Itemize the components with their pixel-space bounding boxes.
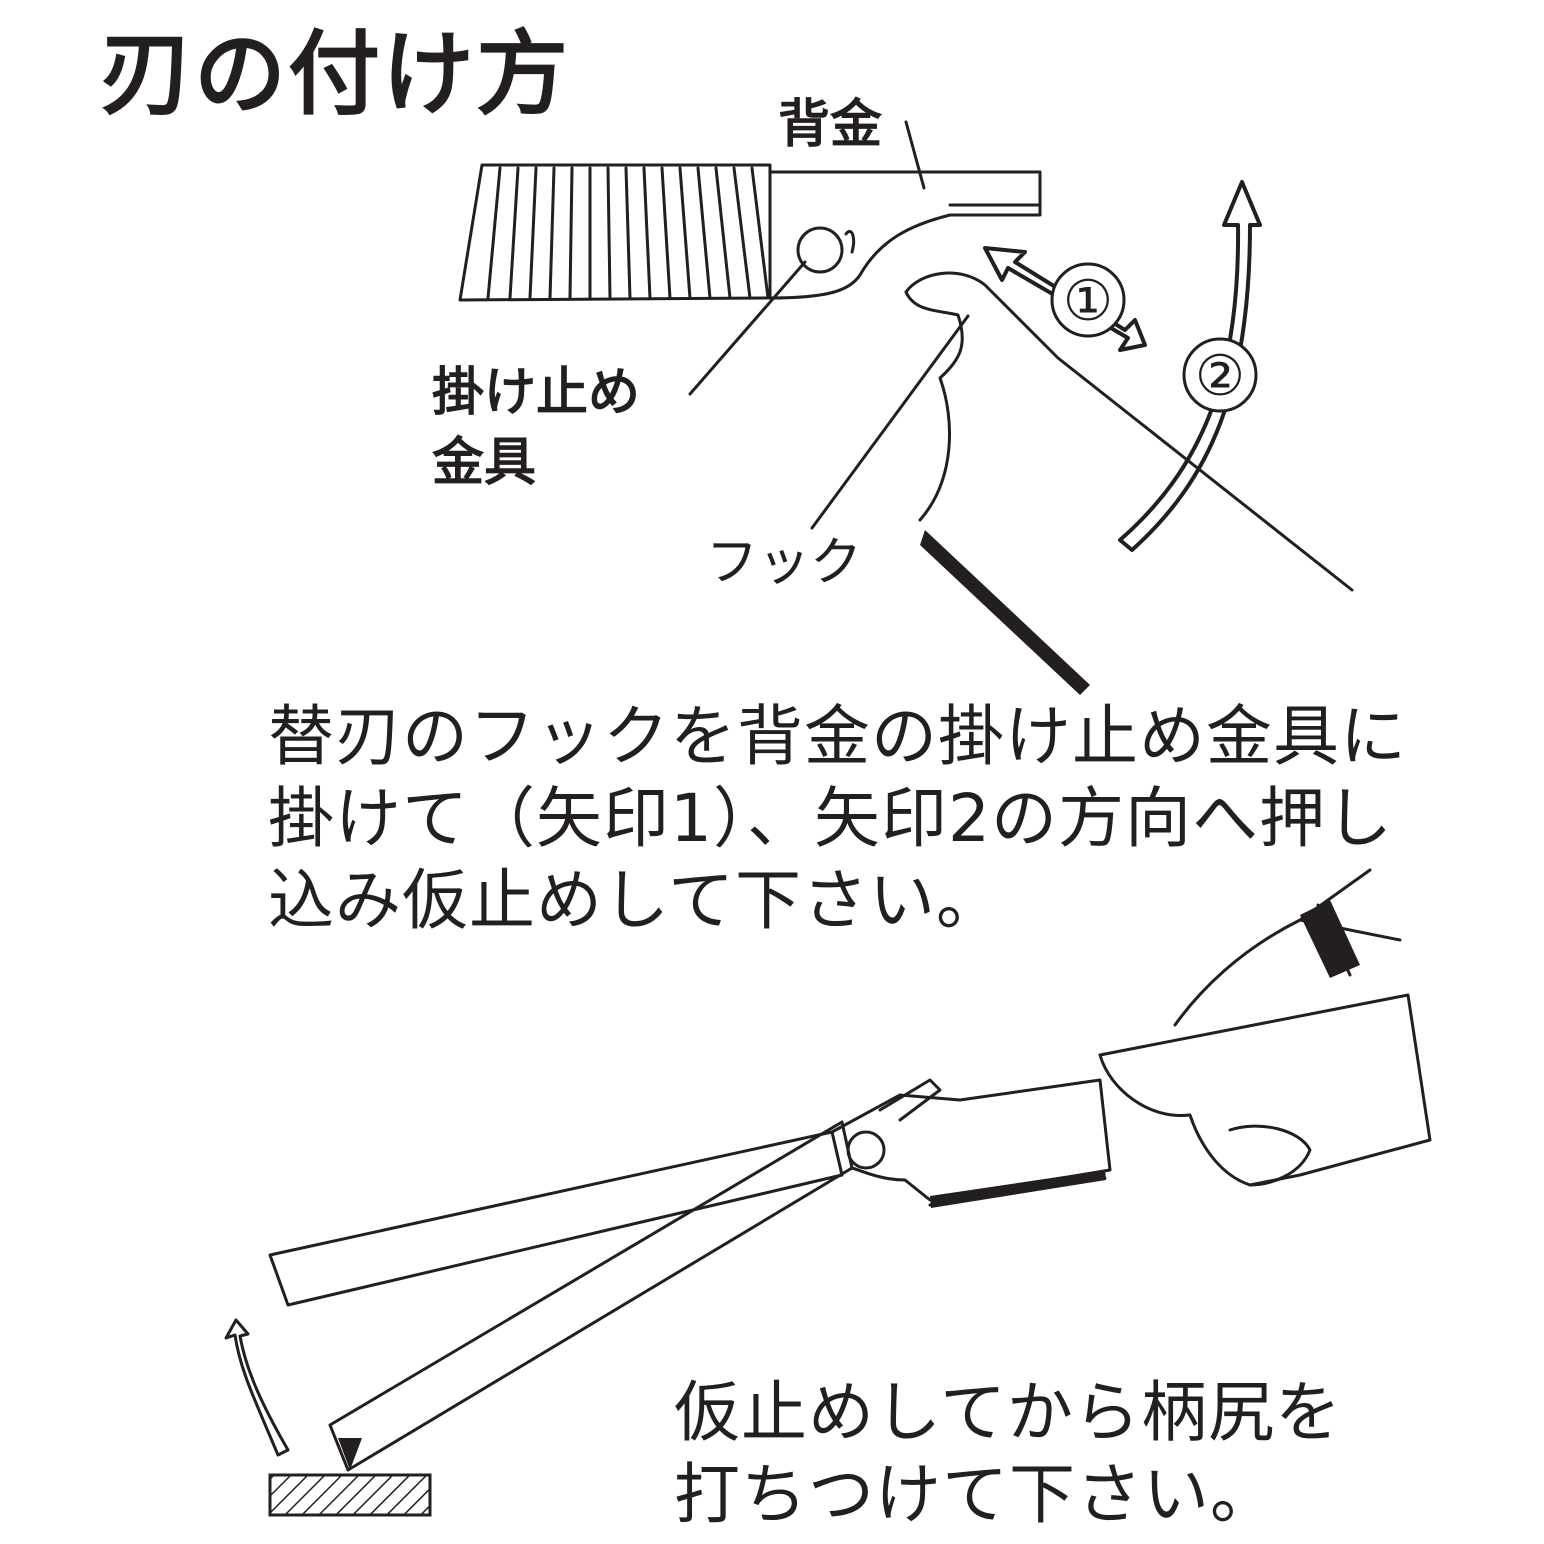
wooden-block-icon xyxy=(268,1473,432,1517)
instruction-step2: 仮止めしてから柄尻を 打ちつけて下さい。 xyxy=(674,1372,1342,1536)
label-stopper-line1: 掛け止め xyxy=(432,363,641,423)
saw-handle-illustration xyxy=(458,120,1042,396)
page-title: 刃の付け方 xyxy=(100,21,571,128)
instruction-step1-line3: 込み仮止めして下さい。 xyxy=(268,862,1004,939)
grip-ridges xyxy=(486,166,770,300)
stopper-pin-icon xyxy=(796,226,844,274)
blade-teeth xyxy=(920,530,1090,695)
blade-hook-illustration xyxy=(810,271,1354,695)
rotate-arrow-icon xyxy=(844,229,856,254)
instruction-step1: 替刃のフックを背金の掛け止め金具に 掛けて（矢印1）、矢印2の方向へ押し 込み仮… xyxy=(268,696,1407,942)
arrow-2-icon: ② xyxy=(1118,180,1262,552)
arrow-1-label: ① xyxy=(1063,269,1113,334)
arrow-2-label: ② xyxy=(1195,344,1245,409)
instruction-step2-line2: 打ちつけて下さい。 xyxy=(674,1456,1277,1533)
instruction-step1-line2: 掛けて（矢印1）、矢印2の方向へ押し xyxy=(268,780,1393,857)
instruction-step2-line1: 仮止めしてから柄尻を xyxy=(674,1374,1343,1451)
tap-arrow-icon xyxy=(224,1318,362,1470)
hand-holding-saw-illustration xyxy=(268,868,1432,1472)
label-stopper-line2: 金具 xyxy=(432,433,537,493)
instruction-step1-line1: 替刃のフックを背金の掛け止め金具に xyxy=(268,698,1407,775)
label-back-metal: 背金 xyxy=(778,95,883,155)
arrow-1-icon: ① xyxy=(983,246,1147,352)
label-hook: フック xyxy=(706,533,863,593)
